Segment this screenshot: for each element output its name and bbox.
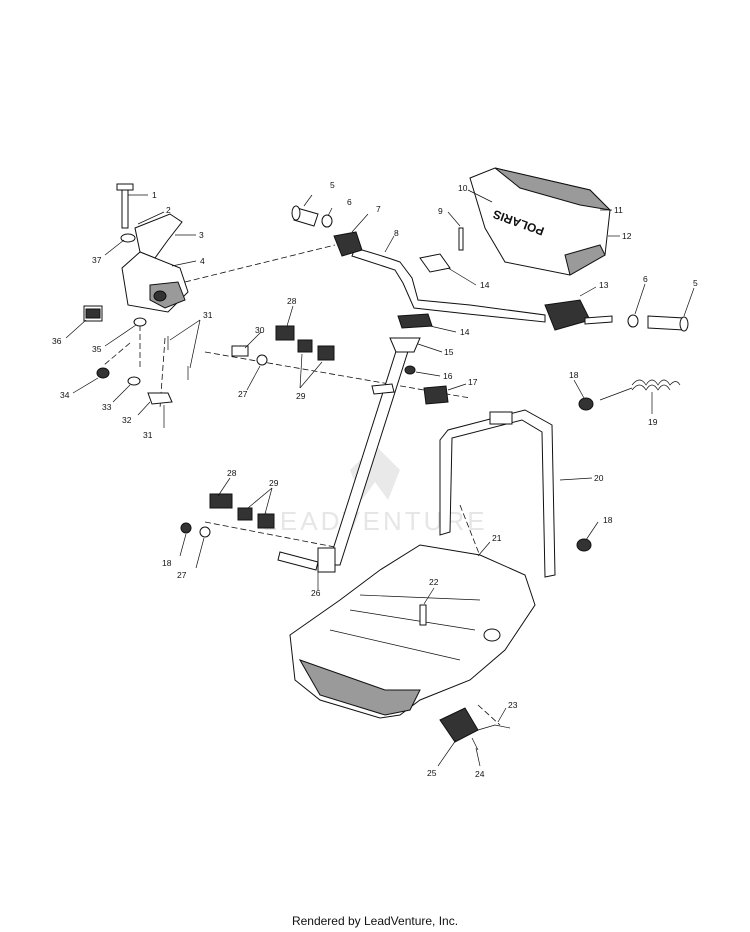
callout-35: 35 [92, 344, 102, 354]
callout-27-upper: 27 [238, 389, 248, 399]
hood: POLARIS [469, 167, 612, 276]
steering-post [277, 337, 449, 573]
callout-29-lower: 29 [269, 478, 279, 488]
callout-14-lower: 14 [460, 327, 470, 337]
callout-19: 19 [648, 417, 658, 427]
taillight [439, 707, 511, 751]
callout-32: 32 [122, 415, 132, 425]
callout-29-upper: 29 [296, 391, 306, 401]
callout-10: 10 [458, 183, 468, 193]
callout-24: 24 [475, 769, 485, 779]
handlebar [291, 205, 689, 332]
callout-26: 26 [311, 588, 321, 598]
callout-2: 2 [166, 205, 171, 215]
oil-tank-assembly [83, 183, 189, 428]
callout-27-lower: 27 [177, 570, 187, 580]
spring [599, 379, 681, 401]
callout-6-right: 6 [643, 274, 648, 284]
callout-16: 16 [443, 371, 453, 381]
callout-9: 9 [438, 206, 443, 216]
callout-31-bottom: 31 [143, 430, 153, 440]
callout-11: 11 [614, 205, 623, 215]
callout-12: 12 [622, 231, 632, 241]
callout-18-right: 18 [603, 515, 613, 525]
rear-grab-bar [439, 397, 594, 578]
callout-31-top: 31 [203, 310, 213, 320]
callout-1: 1 [152, 190, 157, 200]
callout-22: 22 [429, 577, 439, 587]
callout-36: 36 [52, 336, 62, 346]
callout-5-right: 5 [693, 278, 698, 288]
callout-33: 33 [102, 402, 112, 412]
callout-21: 21 [492, 533, 502, 543]
callout-34: 34 [60, 390, 70, 400]
callout-7: 7 [376, 204, 381, 214]
callout-labels: 1 2 3 37 4 36 31 35 34 33 32 31 5 6 7 8 … [52, 180, 698, 779]
callout-28-upper: 28 [287, 296, 297, 306]
footer-credit: Rendered by LeadVenture, Inc. [291, 914, 459, 928]
callout-5-left: 5 [330, 180, 335, 190]
callout-6-left: 6 [347, 197, 352, 207]
callout-3: 3 [199, 230, 204, 240]
callout-30: 30 [255, 325, 265, 335]
callout-15: 15 [444, 347, 454, 357]
callout-37: 37 [92, 255, 102, 265]
chassis [289, 544, 536, 719]
callout-14-upper: 14 [480, 280, 490, 290]
callout-18-upper: 18 [569, 370, 579, 380]
callout-4: 4 [200, 256, 205, 266]
callout-25: 25 [427, 768, 437, 778]
callout-17: 17 [468, 377, 478, 387]
callout-20: 20 [594, 473, 604, 483]
callout-23: 23 [508, 700, 518, 710]
callout-28-lower: 28 [227, 468, 237, 478]
steering-bushings [180, 325, 335, 538]
callout-8: 8 [394, 228, 399, 238]
watermark-text: LEADVENTURE [262, 506, 487, 536]
callout-13: 13 [599, 280, 609, 290]
leadventure-watermark: LEADVENTURE [262, 445, 487, 536]
callout-18-left: 18 [162, 558, 172, 568]
